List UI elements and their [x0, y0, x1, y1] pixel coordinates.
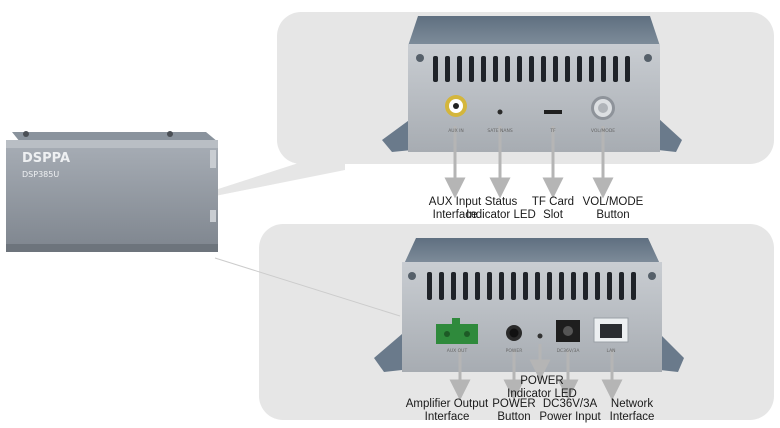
vol-mode-knob: [591, 96, 615, 120]
aux-input-jack: [445, 95, 467, 117]
zoom-line-bottom: [214, 257, 401, 317]
port-label-aux-in: AUX IN: [448, 128, 464, 134]
callout-line: Status: [484, 196, 518, 208]
callout-line: Button: [497, 411, 531, 423]
callout-tf-card: TF Card Slot: [528, 196, 578, 222]
callout-line: Indicator LED: [507, 388, 577, 400]
callout-line: VOL/MODE: [582, 196, 644, 208]
callout-line: POWER: [492, 398, 536, 410]
callout-dc-input: DC36V/3A Power Input: [535, 398, 605, 424]
port-label-vol: VOL/MODE: [591, 128, 615, 134]
front-panel-device: [382, 16, 682, 152]
port-label-dc: DC36V/3A: [557, 348, 581, 354]
port-label-power: POWER: [506, 348, 523, 354]
rear-panel-device: [374, 238, 684, 372]
zoom-wedge-front: [215, 148, 345, 196]
port-label-tf: TF: [549, 128, 556, 134]
callout-line: Interface: [432, 209, 478, 221]
callout-line: TF Card: [531, 196, 575, 208]
port-label-aux-out: AUX OUT: [447, 348, 468, 354]
callout-line: Amplifier Output: [405, 398, 489, 410]
callout-line: Indicator LED: [466, 209, 536, 221]
power-led: [537, 333, 543, 339]
power-button: [506, 325, 522, 341]
aux-out-terminal: [436, 318, 478, 344]
lan-port: [593, 317, 629, 343]
callout-network: Network Interface: [604, 398, 660, 424]
brand-logo: DSPPA: [22, 151, 70, 166]
callout-line: Network: [610, 398, 654, 410]
callout-power-led: POWER Indicator LED: [500, 375, 584, 401]
callout-line: DC36V/3A: [542, 398, 598, 410]
callout-line: AUX Input: [428, 196, 482, 208]
dc-power-jack: [556, 320, 580, 342]
callout-line: Button: [596, 209, 630, 221]
port-label-status: SATE NANS: [487, 128, 513, 134]
callout-aux-input: AUX Input Interface: [410, 196, 500, 222]
callout-line: POWER: [520, 375, 564, 387]
callout-status-led: Status Indicator LED: [462, 196, 540, 222]
device-unit: [6, 131, 218, 252]
callout-vol-mode: VOL/MODE Button: [576, 196, 650, 222]
tf-card-slot: [544, 110, 562, 114]
callout-line: Interface: [609, 411, 655, 423]
status-led: [497, 109, 503, 115]
callout-line: Slot: [543, 209, 563, 221]
callout-amp-output: Amplifier Output Interface: [394, 398, 500, 424]
callout-line: Interface: [424, 411, 470, 423]
callout-power-button: POWER Button: [490, 398, 538, 424]
callout-line: Power Input: [539, 411, 601, 423]
model-label: DSP385U: [22, 170, 59, 179]
port-label-lan: LAN: [606, 348, 615, 354]
